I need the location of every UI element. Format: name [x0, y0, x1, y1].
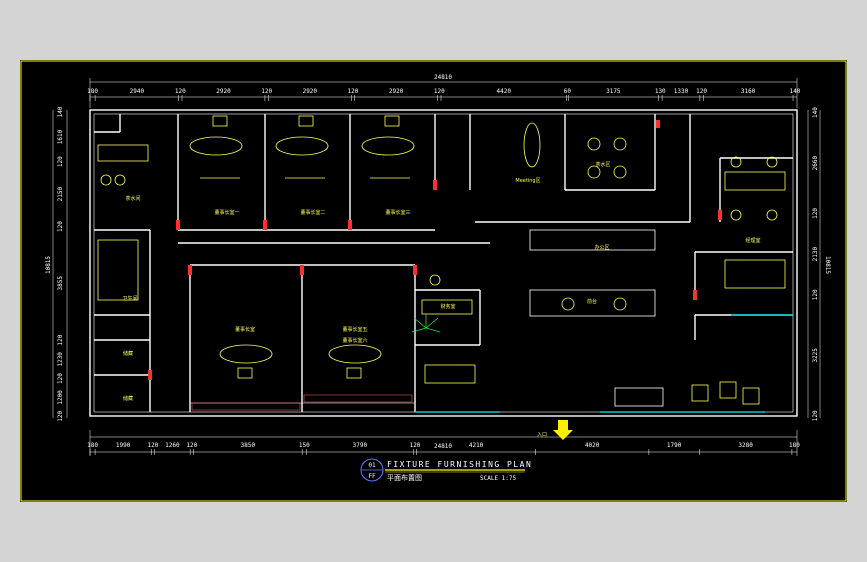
room-label-office-5: 董事长室五: [342, 326, 367, 333]
left-dim-label: 120: [57, 156, 64, 167]
left-dim-label: 3855: [57, 276, 64, 291]
room-label-entrance: 入口: [537, 432, 547, 438]
left-dim-label: 1610: [57, 129, 64, 144]
right-dim-label: 2660: [812, 156, 819, 171]
left-dim-label: 120: [57, 334, 64, 345]
top-dim-label: 1330: [674, 88, 689, 95]
furniture: [97, 115, 786, 405]
drawing-title-cn: 平面布置图: [387, 473, 422, 482]
right-dim-label: 3225: [812, 348, 819, 363]
bottom-dim-label: 4020: [585, 442, 600, 449]
bottom-dim-label: 1260: [165, 442, 180, 449]
drawing-title-en: FIXTURE FURNISHING PLAN: [387, 460, 532, 469]
top-dim-label: 120: [434, 88, 445, 95]
left-dimensions: 140 1610 120 2150 120 3855 120 1230 120 1200 120: [57, 106, 64, 422]
room-label-office-2: 董事长室二: [300, 209, 325, 216]
walls: [89, 109, 798, 417]
drawing-sheet: 24810 180 2940 120 2920 120 2920 120 2920 120 442…: [20, 60, 847, 502]
right-dim-label: 140: [812, 107, 819, 118]
room-label-finance: 财务室: [440, 303, 455, 310]
bottom-dim-label: 4210: [469, 442, 484, 449]
right-dim-label: 120: [812, 410, 819, 421]
top-dim-label: 120: [348, 88, 359, 95]
bottom-dim-label: 180: [789, 442, 800, 449]
bottom-dim-label: 3790: [353, 442, 368, 449]
left-dim-label: 140: [57, 106, 64, 117]
room-label-reception: 前台: [587, 298, 597, 305]
room-label-office-1: 董事长室一: [214, 209, 239, 216]
title-block: [360, 458, 525, 482]
room-label-work-area: 办公区: [594, 244, 609, 251]
overall-dim-right: 10815: [824, 256, 831, 274]
bottom-dim-label: 150: [299, 442, 310, 449]
top-dim-label: 2920: [389, 88, 404, 95]
bottom-dim-label: 180: [87, 442, 98, 449]
bottom-dim-label: 3280: [738, 442, 753, 449]
top-dimensions: 180 2940 120 2920 120 2920 120 2920 120 4420 60 317…: [87, 88, 801, 101]
room-label-toilet: 卫生间: [122, 295, 137, 302]
sheet-id: FF: [368, 473, 376, 480]
left-dimension-chain: [52, 110, 68, 418]
window-strips: [191, 394, 413, 411]
overall-dim-left: 10815: [45, 256, 52, 274]
top-dim-label: 60: [564, 88, 572, 95]
overall-dim-top: 24810: [434, 74, 452, 81]
room-label-office-3: 董事长室三: [385, 209, 410, 216]
room-label-meeting: Meeting区: [515, 178, 540, 184]
top-dim-label: 3175: [606, 88, 621, 95]
room-label-storage-1: 储藏: [123, 350, 133, 357]
right-dim-label: 120: [812, 208, 819, 219]
room-label-kitchen: 茶水间: [125, 195, 140, 202]
top-dimension-chain: [89, 78, 798, 108]
right-dim-label: 2130: [812, 247, 819, 262]
room-label-office-6: 董事长室六: [342, 337, 367, 344]
palm-plant-icon: [411, 314, 441, 333]
top-dim-label: 180: [87, 88, 98, 95]
bottom-dim-label: 1990: [116, 442, 131, 449]
bottom-dim-label: 120: [147, 442, 158, 449]
top-dim-label: 120: [696, 88, 707, 95]
bottom-dimensions: 180 1990 120 1260 120 3850 150 3790 120 4210 4020 1…: [87, 442, 800, 455]
room-label-storage-2: 储藏: [123, 395, 133, 402]
left-dim-label: 120: [57, 221, 64, 232]
top-dim-label: 120: [175, 88, 186, 95]
bottom-dim-label: 120: [410, 442, 421, 449]
left-dim-label: 120: [57, 373, 64, 384]
left-dim-label: 2150: [57, 186, 64, 201]
left-dim-label: 120: [57, 410, 64, 421]
right-dimensions: 140 2660 120 2130 120 3225 120: [812, 107, 819, 422]
top-dim-label: 140: [790, 88, 801, 95]
glass-partitions: [415, 314, 793, 413]
entrance-arrow-icon: [553, 420, 573, 440]
right-dimension-chain: [807, 110, 821, 418]
drawing-scale: SCALE 1:75: [480, 475, 517, 482]
top-dim-label: 2920: [303, 88, 318, 95]
bottom-dim-label: 120: [186, 442, 197, 449]
top-dim-label: 2940: [130, 88, 145, 95]
bottom-dim-label: 3850: [241, 442, 256, 449]
top-dim-label: 4420: [497, 88, 512, 95]
top-dim-label: 3160: [741, 88, 756, 95]
top-dim-label: 120: [261, 88, 272, 95]
sheet-frame: [20, 60, 847, 502]
top-dim-label: 130: [655, 88, 666, 95]
left-dim-label: 1230: [57, 352, 64, 367]
overall-dim-bottom: 24810: [434, 443, 452, 450]
left-dim-label: 1200: [57, 390, 64, 405]
doors: [148, 120, 722, 380]
room-label-pantry: 茶水区: [595, 161, 610, 168]
drawing-number: 01: [368, 462, 376, 469]
bottom-dimension-chain: [89, 430, 798, 456]
room-label-office-4: 董事长室: [235, 326, 255, 333]
room-label-manager: 经理室: [745, 237, 760, 244]
bottom-dim-label: 1790: [667, 442, 682, 449]
right-dim-label: 120: [812, 289, 819, 300]
top-dim-label: 2920: [216, 88, 231, 95]
floor-plan: 24810 180 2940 120 2920 120 2920 120 2920 120 442…: [20, 60, 847, 502]
